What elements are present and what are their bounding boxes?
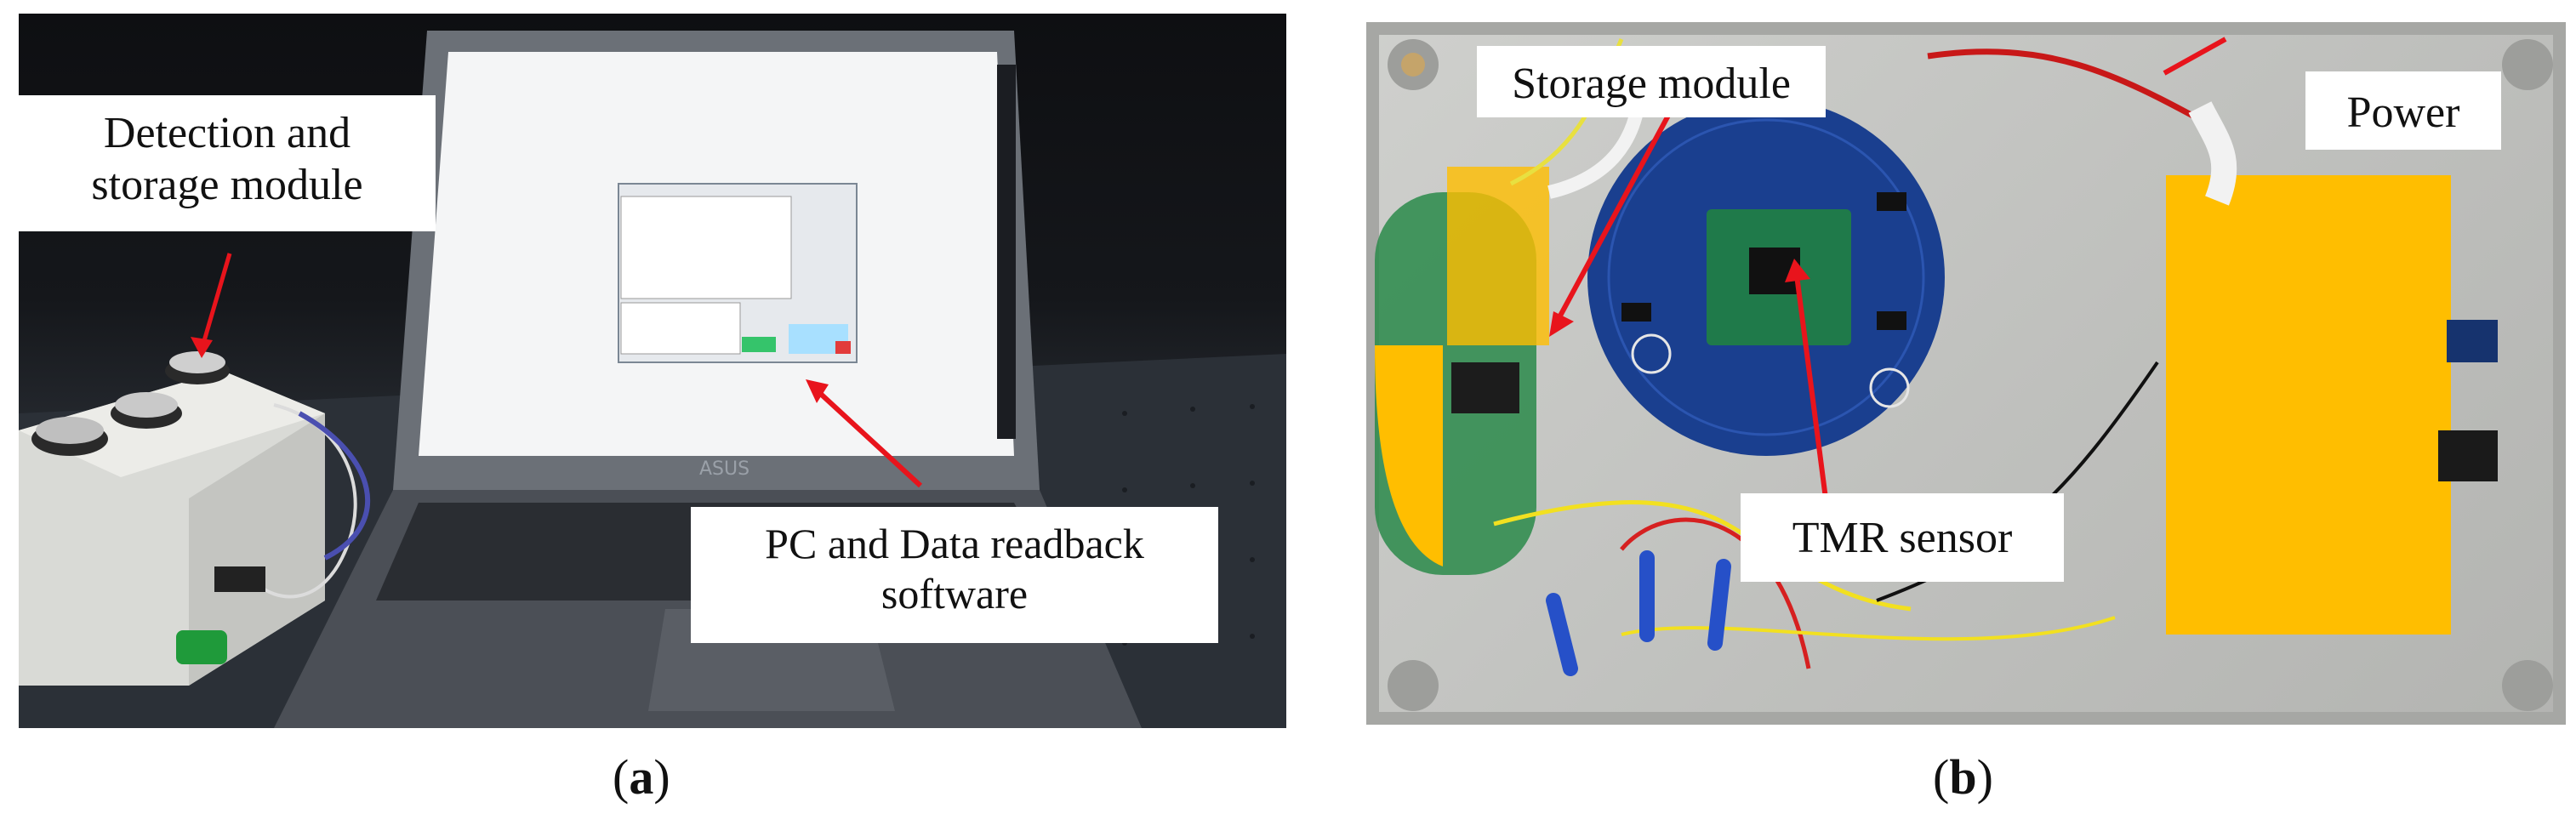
- label-pc-readback-software: PC and Data readback software: [691, 507, 1218, 643]
- label-line: storage module: [91, 161, 363, 210]
- caption-letter: a: [629, 749, 654, 805]
- storage-module-board: [1375, 167, 1549, 575]
- caption-letter: b: [1949, 749, 1977, 805]
- laptop-brand-logo: ASUS: [699, 458, 749, 480]
- label-detection-storage-module: Detection and storage module: [19, 95, 436, 231]
- power-module-block: [2166, 175, 2451, 635]
- label-line: PC and Data readback: [765, 520, 1144, 567]
- arrow-head-icon: [1549, 311, 1574, 337]
- caption-a: (a): [613, 749, 670, 805]
- photo-panel-a: ASUS Detection and storage module PC and…: [19, 14, 1286, 728]
- label-line: software: [881, 570, 1029, 618]
- photo-b-illustration: [1366, 22, 2566, 725]
- arrow-head-icon: [1785, 259, 1810, 282]
- arrow-head-icon: [806, 379, 829, 403]
- pointer-arrows: [1549, 37, 2227, 499]
- label-power: Power: [2305, 71, 2501, 150]
- pointer-arrows: [191, 253, 923, 488]
- photo-panel-b: Storage module Power TMR sensor: [1366, 22, 2566, 725]
- label-tmr-sensor: TMR sensor: [1741, 493, 2064, 582]
- highlight-region: [1375, 345, 1443, 566]
- tmr-sensor-board: [1587, 99, 1945, 456]
- wires: [1493, 38, 2237, 676]
- detection-storage-box: [19, 351, 371, 686]
- label-line: Detection and: [103, 109, 351, 157]
- label-storage-module: Storage module: [1477, 46, 1826, 117]
- caption-b: (b): [1933, 749, 1993, 805]
- arrow-head-icon: [191, 337, 213, 358]
- highlight-region: [1447, 167, 1549, 345]
